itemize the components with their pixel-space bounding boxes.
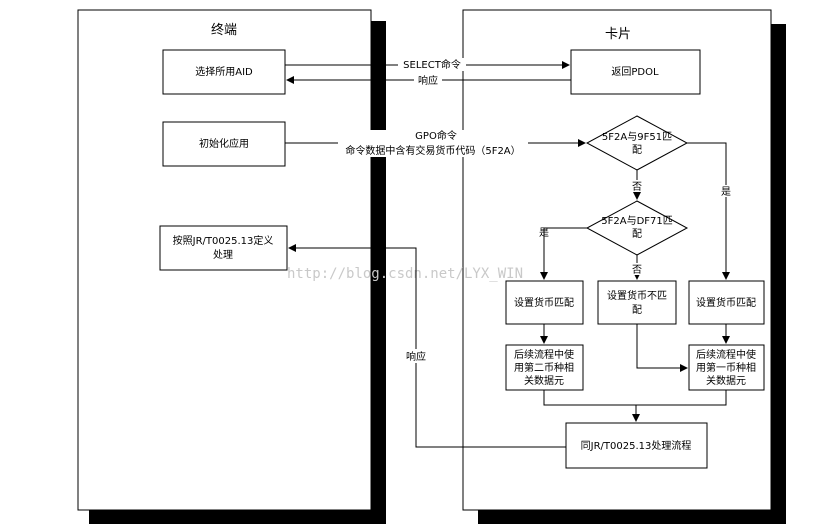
- response-top-label-bg: [414, 74, 442, 87]
- same-jr-box: [565, 422, 708, 469]
- decision-9f51-line1: 5F2A与9F51匹: [602, 131, 672, 143]
- set-nomatch-line2: 配: [632, 304, 642, 316]
- edge-label-gpo-detail: 命令数据中含有交易货币代码（5F2A）: [345, 144, 520, 157]
- gpo-label-bg: [338, 130, 528, 157]
- return-pdol-box: [570, 49, 701, 95]
- set-match-left-box: [505, 280, 584, 325]
- init-app-label: 初始化应用: [199, 137, 249, 150]
- follow-second-line3: 关数据元: [524, 374, 564, 387]
- decision-9f51-line2: 配: [632, 144, 642, 156]
- arrow-nomatch-to-follow-first: [636, 324, 688, 372]
- select-cmd-label-bg: [398, 58, 466, 71]
- follow-first-line2: 用第一币种相: [696, 361, 756, 374]
- card-title: 卡片: [605, 27, 631, 42]
- terminal-title: 终端: [211, 22, 237, 38]
- edge-label-select-cmd: SELECT命令: [403, 58, 461, 71]
- process-jr-label-line2: 处理: [213, 249, 233, 261]
- same-jr-label: 同JR/T0025.13处理流程: [581, 439, 692, 452]
- edge-label-gpo-cmd: GPO命令: [415, 129, 457, 142]
- return-pdol-label: 返回PDOL: [611, 66, 659, 78]
- follow-first-line3: 关数据元: [706, 374, 746, 387]
- no1-label-bg: [631, 180, 643, 192]
- merge-connector: [543, 390, 727, 406]
- edge-label-yes2: 是: [539, 227, 549, 239]
- set-match-left-label: 设置货币匹配: [514, 296, 574, 309]
- no2-label-bg: [631, 263, 643, 275]
- select-aid-label: 选择所用AID: [195, 65, 253, 78]
- set-nomatch-box: [597, 280, 677, 325]
- edge-label-response-top: 响应: [418, 74, 438, 87]
- follow-second-box: [505, 344, 584, 391]
- decision-df71-line1: 5F2A与DF71匹: [601, 215, 673, 227]
- follow-first-box: [688, 344, 765, 391]
- edge-label-no2: 否: [632, 264, 642, 276]
- set-nomatch-line1: 设置货币不匹: [607, 289, 667, 302]
- select-aid-box: [162, 49, 286, 95]
- arrow-response-left: [288, 244, 566, 448]
- process-jr-label-line1: 按照JR/T0025.13定义: [173, 234, 274, 247]
- follow-second-line2: 用第二币种相: [514, 361, 574, 374]
- edge-label-no1: 否: [632, 181, 642, 193]
- init-app-box: [162, 121, 286, 167]
- watermark-text: http://blog.csdn.net/LYX_WIN: [287, 266, 523, 282]
- set-match-right-label: 设置货币匹配: [696, 296, 756, 309]
- follow-second-line1: 后续流程中使: [514, 348, 574, 361]
- yes1-label-bg: [720, 185, 732, 197]
- arrow-dec1-yes: [687, 142, 730, 280]
- response-left-label-bg: [402, 349, 430, 363]
- edge-label-yes1: 是: [721, 186, 731, 198]
- decision-df71-line2: 配: [632, 228, 642, 240]
- follow-first-line1: 后续流程中使: [696, 348, 756, 361]
- process-jr-box: [159, 225, 288, 271]
- arrow-dec2-yes: [540, 227, 587, 280]
- edge-label-response-left: 响应: [406, 350, 426, 363]
